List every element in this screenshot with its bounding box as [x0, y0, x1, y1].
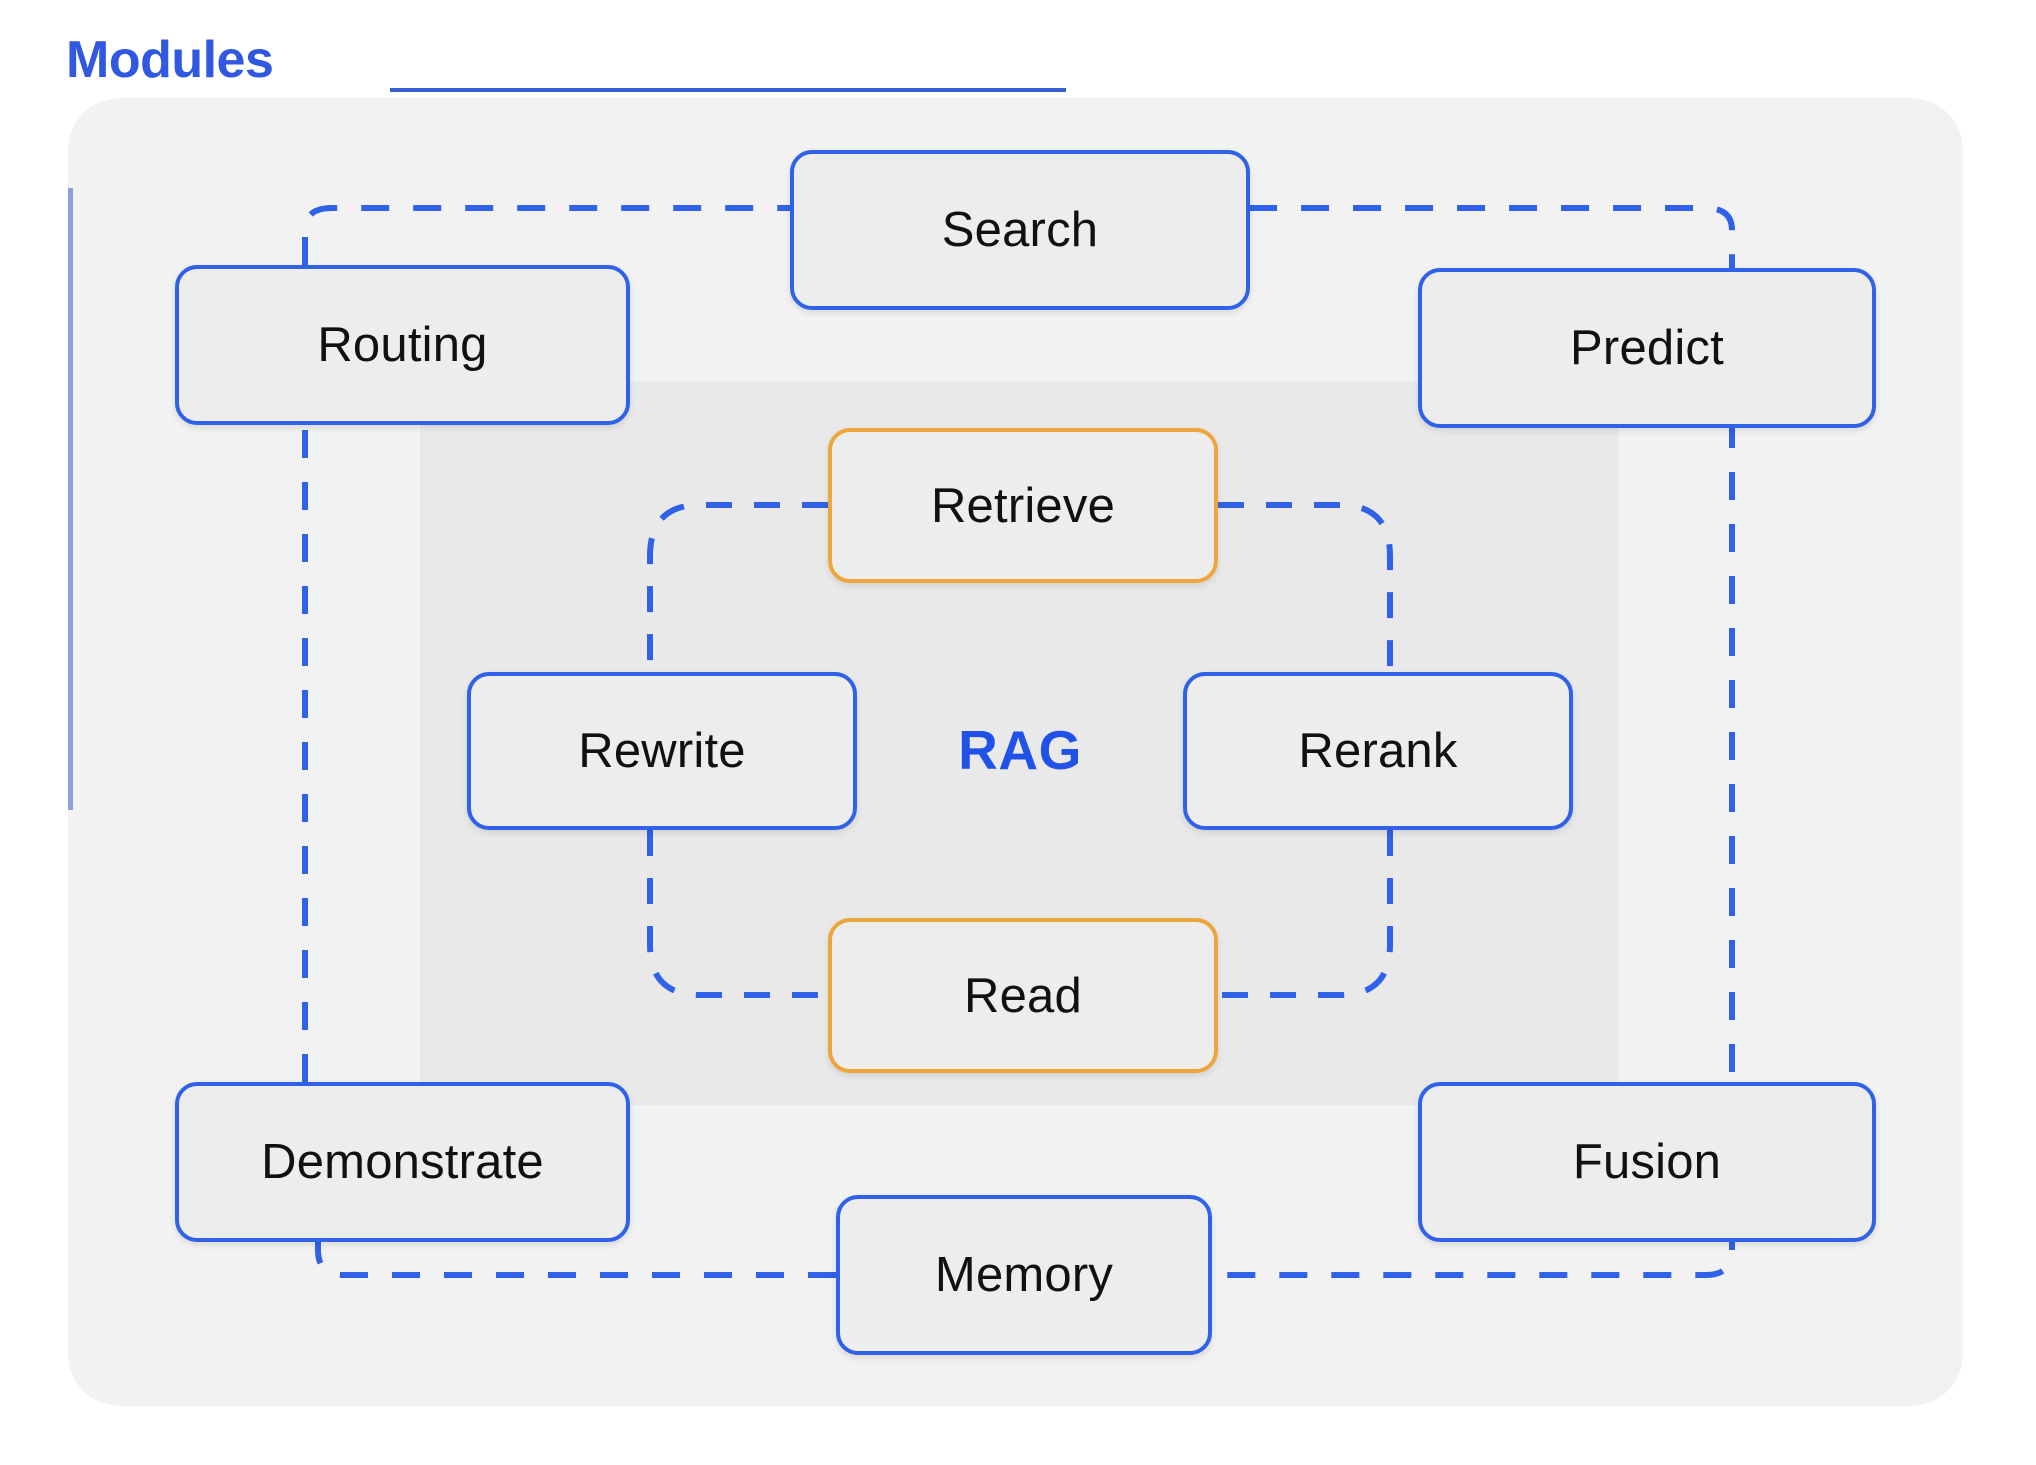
node-predict[interactable]: Predict: [1418, 268, 1876, 428]
page-title: Modules: [66, 31, 274, 89]
node-rerank[interactable]: Rerank: [1183, 672, 1573, 830]
node-read[interactable]: Read: [828, 918, 1218, 1073]
rag-center-label: RAG: [958, 719, 1082, 781]
node-fusion[interactable]: Fusion: [1418, 1082, 1876, 1242]
title-divider-line: [390, 88, 1066, 92]
node-search[interactable]: Search: [790, 150, 1250, 310]
node-memory[interactable]: Memory: [836, 1195, 1212, 1355]
node-rewrite[interactable]: Rewrite: [467, 672, 857, 830]
sidebar-accent-line: [68, 188, 73, 810]
node-routing[interactable]: Routing: [175, 265, 630, 425]
node-retrieve[interactable]: Retrieve: [828, 428, 1218, 583]
node-demonstrate[interactable]: Demonstrate: [175, 1082, 630, 1242]
